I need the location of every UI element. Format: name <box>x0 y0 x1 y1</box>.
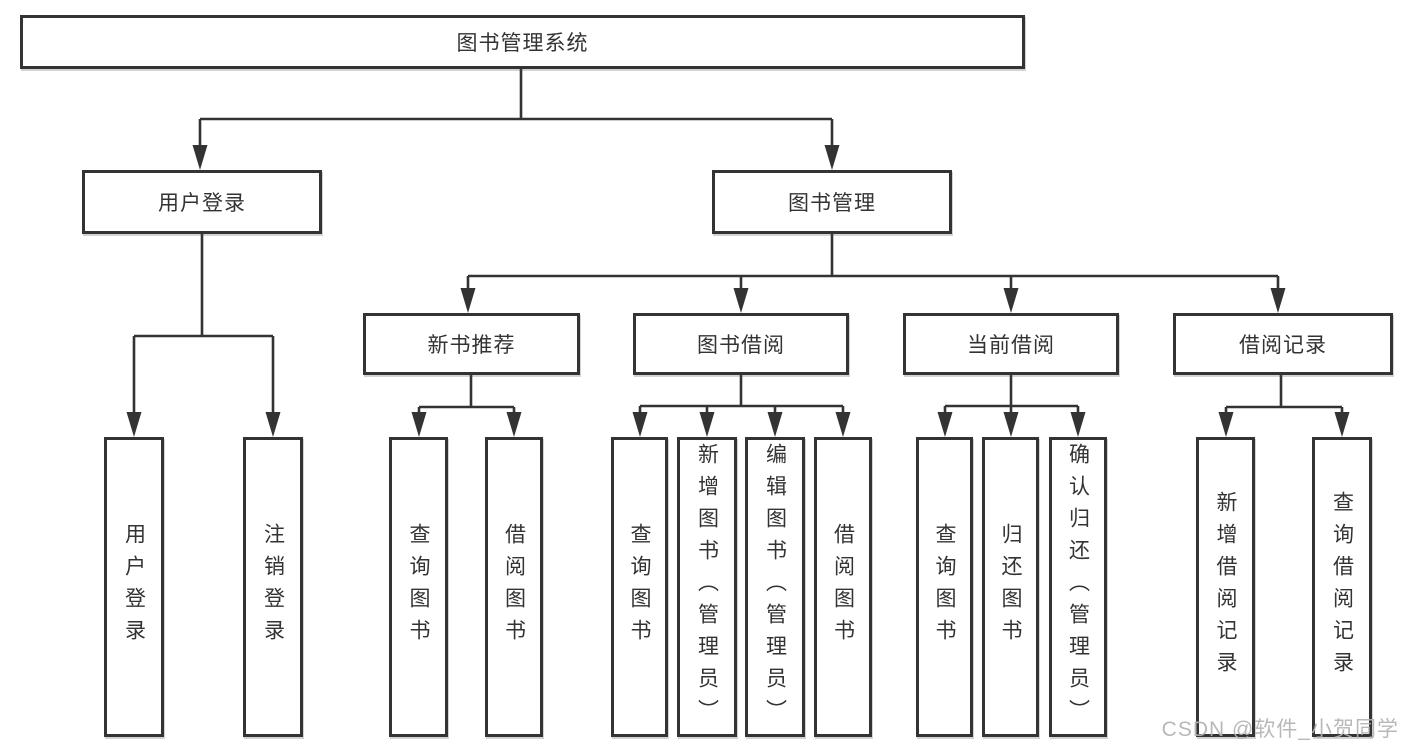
leaf-add-borrow-record: 新增借阅记录 <box>1196 437 1255 737</box>
leaf-user-login: 用户登录 <box>104 437 164 737</box>
leaf-logout: 注销登录 <box>243 437 303 737</box>
node-label: 借阅记录 <box>1239 334 1327 357</box>
leaf-query-borrow-record: 查询借阅记录 <box>1312 437 1372 737</box>
node-label: 当前借阅 <box>967 334 1055 357</box>
node-label: 新增借阅记录 <box>1214 491 1237 683</box>
node-label: 用户登录 <box>158 192 246 215</box>
leaf-query-books: 查询图书 <box>611 437 668 737</box>
leaf-edit-books-admin: 编辑图书（管理员） <box>745 437 805 737</box>
node-book-borrowing: 图书借阅 <box>633 313 849 375</box>
node-borrowing-records: 借阅记录 <box>1173 313 1393 375</box>
leaf-confirm-return-admin: 确认归还（管理员） <box>1049 437 1107 737</box>
node-label: 注销登录 <box>261 523 285 651</box>
node-label: 查询图书 <box>407 523 430 651</box>
node-label: 用户登录 <box>122 523 146 651</box>
node-label: 图书借阅 <box>697 334 785 357</box>
node-label: 新书推荐 <box>427 334 516 357</box>
node-new-book-recommend: 新书推荐 <box>363 313 580 375</box>
node-label: 查询图书 <box>628 523 651 651</box>
node-label: 借阅图书 <box>502 523 526 651</box>
node-label: 新增图书（管理员） <box>695 443 719 731</box>
node-root-system: 图书管理系统 <box>20 15 1025 69</box>
node-label: 确认归还（管理员） <box>1066 443 1090 731</box>
leaf-query-books: 查询图书 <box>916 437 973 737</box>
node-label: 图书管理系统 <box>456 32 589 55</box>
node-label: 查询借阅记录 <box>1330 491 1354 683</box>
leaf-query-books: 查询图书 <box>389 437 448 737</box>
node-current-borrowing: 当前借阅 <box>903 313 1119 375</box>
node-label: 归还图书 <box>999 523 1022 651</box>
leaf-borrow-books: 借阅图书 <box>485 437 543 737</box>
node-label: 查询图书 <box>933 523 956 651</box>
node-label: 借阅图书 <box>831 523 855 651</box>
leaf-add-books-admin: 新增图书（管理员） <box>677 437 737 737</box>
csdn-watermark: CSDN @软件_小贺同学 <box>1161 718 1399 741</box>
node-label: 图书管理 <box>788 192 876 215</box>
node-user-login: 用户登录 <box>82 170 322 234</box>
node-label: 编辑图书（管理员） <box>763 443 787 731</box>
node-book-management: 图书管理 <box>712 170 952 234</box>
leaf-return-books: 归还图书 <box>982 437 1039 737</box>
leaf-borrow-books: 借阅图书 <box>814 437 872 737</box>
